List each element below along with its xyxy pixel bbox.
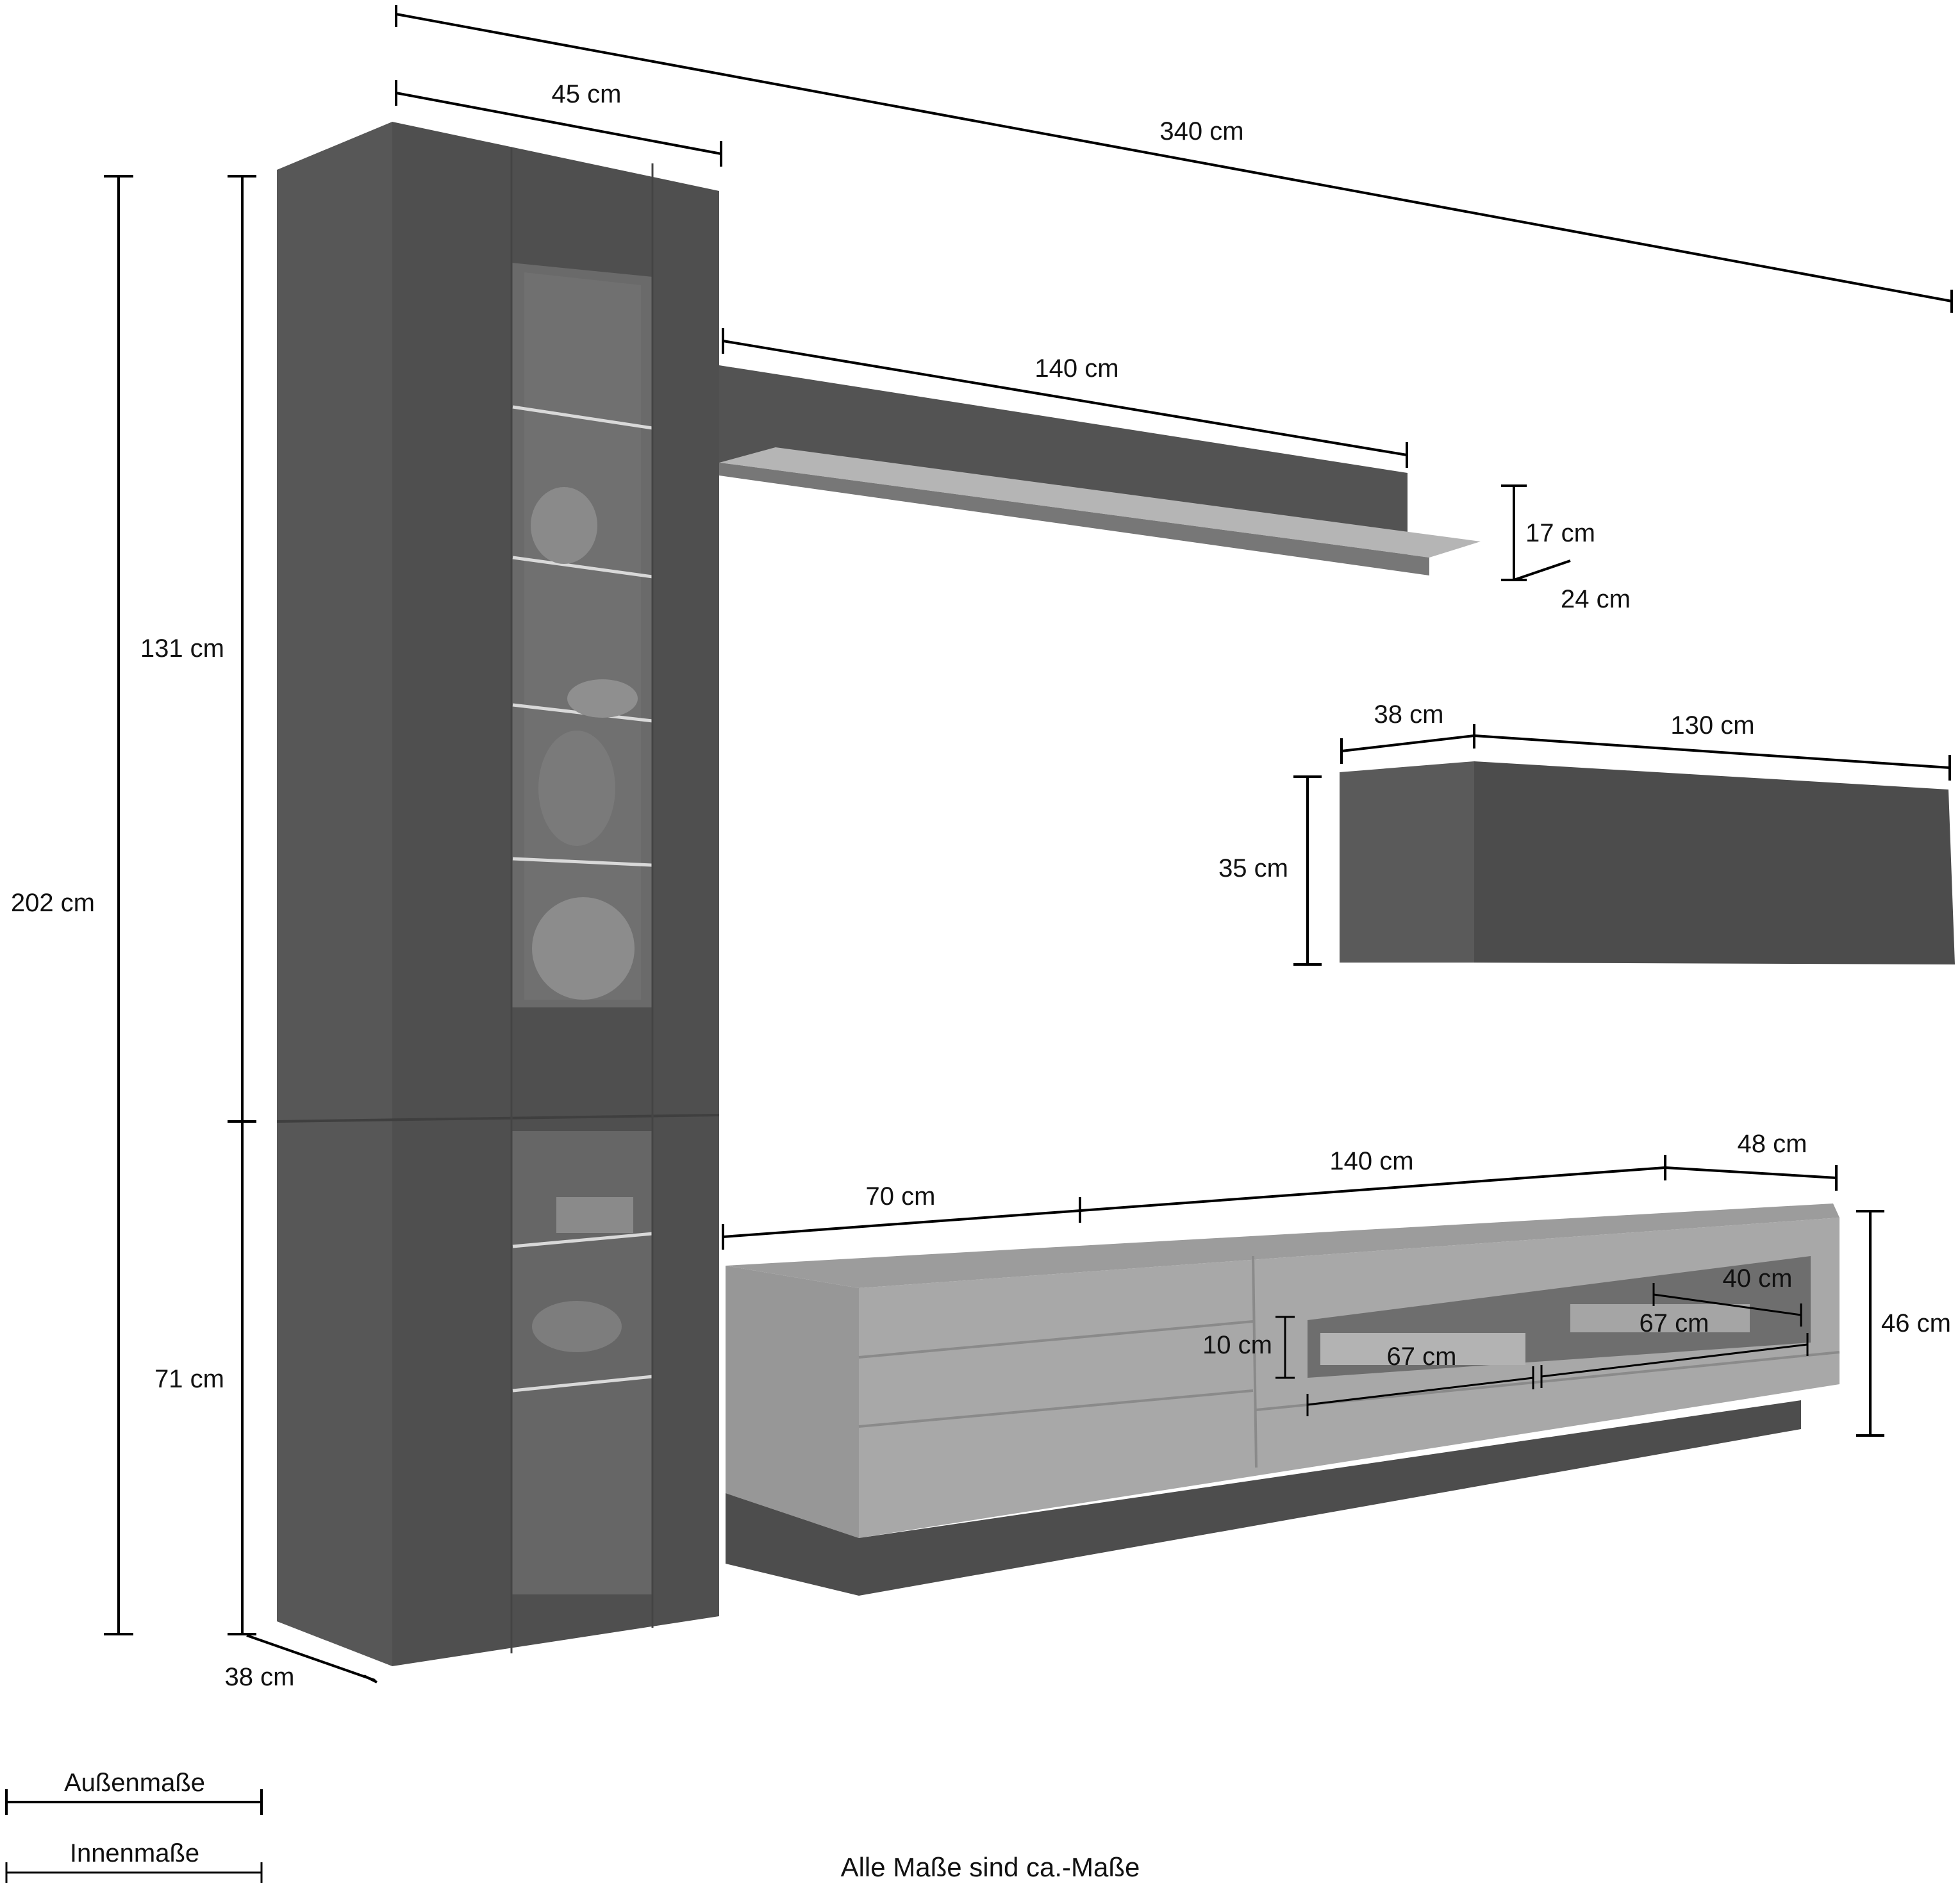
label-tall-cabinet-width: 45 cm	[552, 80, 622, 108]
hanging-cabinet-side	[1340, 761, 1474, 963]
tall-cabinet-side	[277, 122, 392, 1666]
label-tall-cabinet-upper: 131 cm	[140, 634, 224, 663]
label-hanging-cabinet-height: 35 cm	[1218, 854, 1288, 882]
legend: Außenmaße Innenmaße	[5, 1769, 263, 1883]
label-wall-panel-height: 17 cm	[1525, 519, 1595, 547]
wall-panel-shelf	[719, 447, 1481, 558]
label-lowboard-depth: 48 cm	[1738, 1130, 1807, 1158]
label-lowboard-inner-left: 70 cm	[866, 1182, 936, 1211]
label-compartment-height: 10 cm	[1202, 1331, 1272, 1359]
label-lowboard-height: 46 cm	[1881, 1309, 1951, 1337]
footnote: Alle Maße sind ca.-Maße	[841, 1852, 1140, 1882]
dimension-labels: 340 cm 45 cm 140 cm 17 cm 24 cm 202 cm 1…	[11, 80, 1951, 1691]
lowboard-plinth	[726, 1400, 1801, 1596]
label-compartment-width-left: 67 cm	[1387, 1343, 1457, 1371]
label-tall-cabinet-height: 202 cm	[11, 889, 95, 917]
hanging-cabinet-front	[1474, 761, 1955, 964]
label-hanging-cabinet-depth: 38 cm	[1374, 700, 1444, 729]
label-overall-width: 340 cm	[1159, 117, 1243, 145]
label-compartment-width-right: 67 cm	[1640, 1309, 1709, 1337]
lowboard-top	[726, 1204, 1840, 1288]
label-compartment-depth: 40 cm	[1723, 1264, 1793, 1293]
wall-panel	[719, 365, 1481, 575]
legend-inner-label: Innenmaße	[70, 1839, 199, 1867]
label-tall-cabinet-depth: 38 cm	[225, 1663, 295, 1691]
hanging-cabinet	[1340, 761, 1955, 964]
label-wall-panel-width: 140 cm	[1034, 354, 1118, 383]
lower-glass-door	[511, 1131, 652, 1594]
tall-glass-cabinet	[276, 122, 720, 1666]
label-lowboard-inner-middle: 140 cm	[1329, 1147, 1413, 1175]
label-wall-panel-depth: 24 cm	[1561, 585, 1631, 613]
label-tall-cabinet-lower: 71 cm	[154, 1365, 224, 1393]
dimension-lines	[104, 5, 1953, 1683]
lowboard-side	[726, 1266, 859, 1538]
lowboard	[726, 1204, 1840, 1596]
label-hanging-cabinet-width: 130 cm	[1670, 711, 1754, 740]
legend-outer-label: Außenmaße	[64, 1769, 205, 1797]
